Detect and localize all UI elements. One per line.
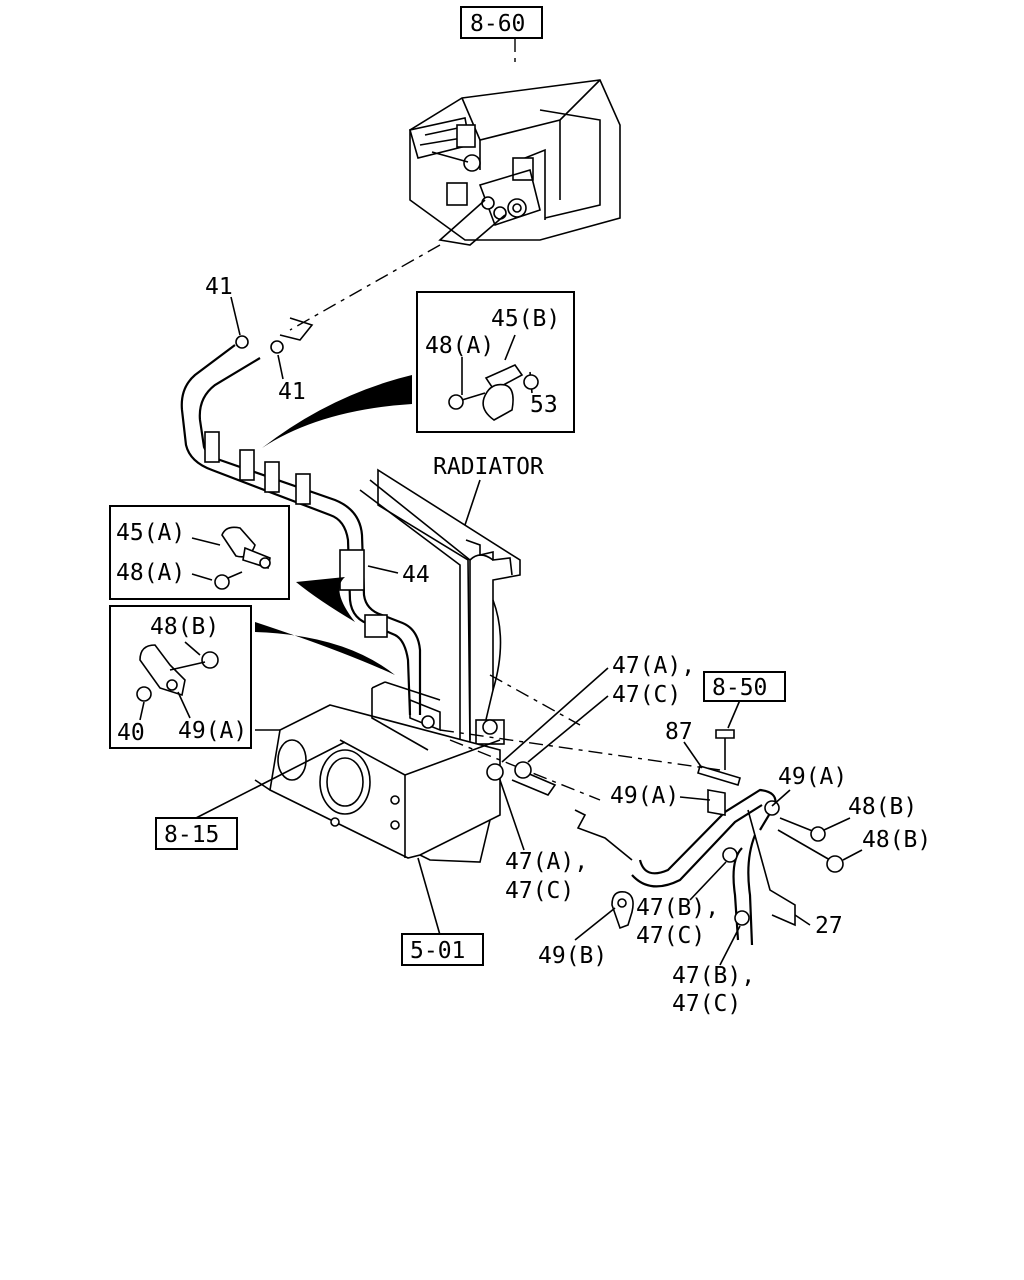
leader-5-01 <box>417 857 441 936</box>
callout-47b-mid[interactable]: 47(B), <box>636 895 719 921</box>
clamp-47b-mid[interactable] <box>722 847 738 863</box>
radiator <box>359 468 521 746</box>
pointer-arrow-2 <box>296 577 355 622</box>
hose-bend-right <box>631 788 796 946</box>
pipe-leader-a <box>439 729 721 771</box>
leader-47-bot <box>499 779 525 851</box>
callout-27[interactable]: 27 <box>815 913 843 939</box>
callout-48a-box1[interactable]: 48(A) <box>425 333 494 359</box>
pipe-leader-b <box>489 674 581 726</box>
clip-49b-hole <box>617 898 627 908</box>
heater-hoses <box>180 344 441 732</box>
ref-box-8-15[interactable] <box>155 817 238 850</box>
ref-box-5-01[interactable] <box>401 933 484 966</box>
callout-49a-right[interactable]: 49(A) <box>778 764 847 790</box>
callout-49a-box3[interactable]: 49(A) <box>178 718 247 744</box>
leader-49a-right <box>771 789 791 807</box>
callout-53[interactable]: 53 <box>530 392 558 418</box>
bolt-8-50[interactable] <box>715 729 735 739</box>
clamp-45b-part <box>448 334 539 421</box>
pipe-tag-2 <box>574 809 633 861</box>
callout-40[interactable]: 40 <box>117 720 145 746</box>
callout-48b-1[interactable]: 48(B) <box>848 794 917 820</box>
callout-47c-mid[interactable]: 47(C) <box>636 923 705 949</box>
clamp-49a-part <box>136 641 219 721</box>
callout-47c-top[interactable]: 47(C) <box>612 682 681 708</box>
label-radiator: RADIATOR <box>433 454 544 480</box>
callout-47a-top[interactable]: 47(A), <box>612 653 695 679</box>
bracket-87[interactable] <box>697 765 741 786</box>
ref-box-8-60[interactable] <box>460 6 543 39</box>
callout-87[interactable]: 87 <box>665 719 693 745</box>
callout-47b-low[interactable]: 47(B), <box>672 963 755 989</box>
leader-41-top <box>230 296 241 336</box>
leader-unit-hose <box>289 244 441 331</box>
ref-label-8-60: 8-60 <box>470 11 525 37</box>
callout-47a-bot[interactable]: 47(A), <box>505 849 588 875</box>
clamp-41-low[interactable] <box>270 340 284 354</box>
clamp-47a-1[interactable] <box>486 763 504 781</box>
hose-end-tag <box>279 317 314 341</box>
clip-49b[interactable] <box>611 890 634 930</box>
leader-48b-1 <box>823 817 851 831</box>
leader-27 <box>794 914 811 926</box>
leader-radiator <box>464 479 481 526</box>
leader-49a-left <box>679 796 711 801</box>
callout-47c-low[interactable]: 47(C) <box>672 991 741 1017</box>
clamp-47a-2[interactable] <box>514 761 532 779</box>
leader-41-low <box>277 354 284 380</box>
callout-48b-2[interactable]: 48(B) <box>862 827 931 853</box>
clamp-45a-part <box>191 526 271 590</box>
engine-block <box>254 681 501 863</box>
leader-87 <box>683 741 703 769</box>
callout-45b[interactable]: 45(B) <box>491 306 560 332</box>
clamp-47b-low[interactable] <box>734 910 750 926</box>
callout-45a[interactable]: 45(A) <box>116 520 185 546</box>
ref-label-8-15: 8-15 <box>164 822 219 848</box>
pointer-arrow-3 <box>255 622 395 675</box>
leader-44 <box>367 565 399 574</box>
callout-41-top[interactable]: 41 <box>205 274 233 300</box>
callout-48b-box3[interactable]: 48(B) <box>150 614 219 640</box>
leader-47-top-b <box>527 695 609 763</box>
clamp-41-top[interactable] <box>235 335 249 349</box>
leader-48b-2 <box>842 849 863 861</box>
ref-box-8-50[interactable] <box>703 671 786 702</box>
ref-label-5-01: 5-01 <box>410 938 465 964</box>
leader-47-top-a <box>501 667 609 763</box>
callout-47c-bot[interactable]: 47(C) <box>505 878 574 904</box>
ref-label-8-50: 8-50 <box>712 675 767 701</box>
callout-49a-left[interactable]: 49(A) <box>610 783 679 809</box>
callout-41-low[interactable]: 41 <box>278 379 306 405</box>
callout-49b[interactable]: 49(B) <box>538 943 607 969</box>
heater-unit <box>408 79 621 246</box>
leader-8-15 <box>195 741 346 819</box>
leader-47b-low <box>719 925 741 966</box>
leader-47b-mid <box>689 861 727 901</box>
callout-48a-box2[interactable]: 48(A) <box>116 560 185 586</box>
leader-49b <box>574 907 616 941</box>
pointer-arrow-1 <box>262 375 412 448</box>
leader-8-50 <box>727 699 741 729</box>
callout-44[interactable]: 44 <box>402 562 430 588</box>
detail-box-2 <box>109 505 290 600</box>
pipe-tag-1 <box>511 769 557 796</box>
bolt-48b-1[interactable] <box>779 817 826 842</box>
bolt-48b-2[interactable] <box>777 829 844 873</box>
